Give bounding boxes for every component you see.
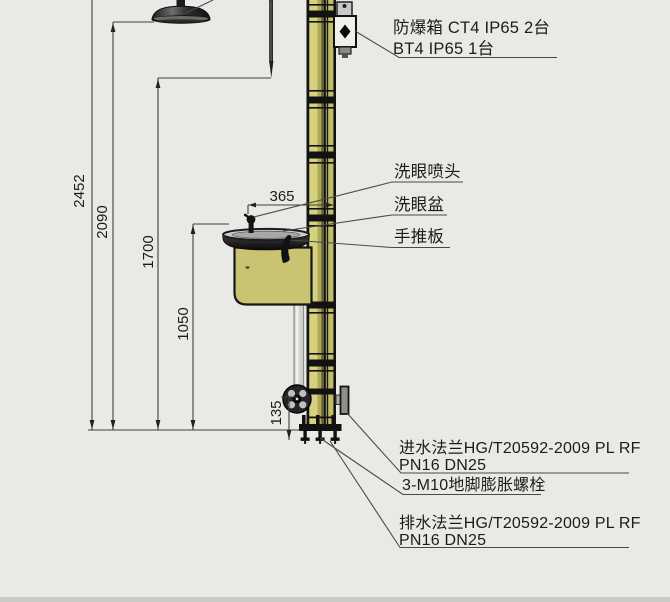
dim-total-height: 2452 — [71, 174, 88, 208]
valve-handwheel — [282, 384, 312, 414]
leader-lines — [253, 30, 629, 549]
dim-pull-rod-height: 1700 — [140, 235, 157, 269]
drain-pipe — [293, 302, 305, 388]
eyewash-bowl-label: 洗眼盆 — [394, 196, 445, 214]
dim-eyewash-height: 1050 — [175, 307, 192, 341]
push-plate-handle — [281, 235, 292, 263]
shower-pull-rod — [269, 0, 274, 78]
explosion-proof-box — [333, 1, 357, 58]
shower-head — [151, 0, 211, 24]
drain-flange-label-line1: 排水法兰HG/T20592-2009 PL RF — [399, 515, 641, 532]
eyewash-housing-box — [233, 246, 313, 306]
dim-shower-height: 2090 — [94, 205, 111, 239]
inlet-flange-label-line1: 进水法兰HG/T20592-2009 PL RF — [399, 440, 641, 457]
explosion-box-label-line2: BT4 IP65 1台 — [393, 40, 495, 58]
dim-inlet-height: 135 — [268, 400, 285, 426]
eyewash-spray-label: 洗眼喷头 — [394, 163, 461, 181]
eyewash-spray-head — [243, 213, 256, 233]
base-plate — [299, 415, 342, 431]
bottom-edge-strip — [0, 597, 670, 602]
offcanvas-leader-line — [185, 0, 214, 14]
anchor-bolts — [300, 431, 340, 444]
dim-eyewash-offset: 365 — [269, 188, 295, 205]
eyewash-bowl — [222, 227, 310, 251]
anchor-bolt-label: 3-M10地脚膨胀螺栓 — [402, 477, 546, 494]
explosion-box-label-line1: 防爆箱 CT4 IP65 2台 — [393, 19, 551, 37]
main-pole — [306, 0, 336, 430]
inlet-flange — [335, 385, 350, 415]
pole-joint-bands — [306, 4, 336, 419]
dimension-arrowheads — [89, 23, 334, 440]
dimension-lines — [88, 0, 334, 440]
box-detail-mark — [245, 266, 250, 269]
push-plate-label: 手推板 — [394, 228, 445, 246]
inlet-flange-label-line2: PN16 DN25 — [399, 457, 487, 474]
drain-flange-label-line2: PN16 DN25 — [399, 532, 487, 549]
